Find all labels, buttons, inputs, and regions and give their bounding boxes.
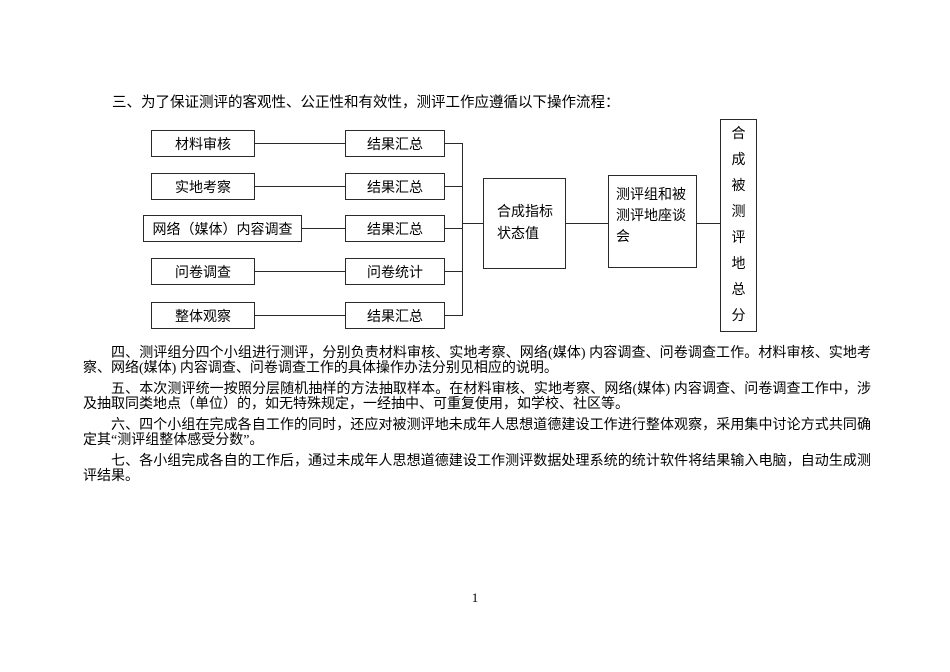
flow-merge-box-label: 合成指标 状态值 [484, 202, 565, 246]
paragraph-6: 六、四个小组在完成各自工作的同时，还应对被测评地未成年人思想道德建设工作进行整体… [83, 418, 871, 448]
flow-result-box: 结果汇总 [345, 173, 445, 200]
connector-line [445, 271, 463, 272]
paragraph-5: 五、本次测评统一按照分层随机抽样的方法抽取样本。在材料审核、实地考察、网络(媒体… [83, 382, 871, 412]
connector-line [445, 228, 463, 229]
connector-line [255, 186, 345, 187]
flow-result-box: 问卷统计 [345, 258, 445, 285]
flow-source-box: 材料审核 [151, 130, 255, 157]
flow-meeting-box: 测评组和被测评地座谈会 [608, 175, 697, 268]
flow-source-box: 整体观察 [151, 302, 255, 329]
connector-line [445, 143, 463, 144]
connector-line [255, 143, 345, 144]
flow-result-box: 结果汇总 [345, 215, 445, 242]
flow-meeting-box-label: 测评组和被测评地座谈会 [616, 188, 686, 245]
connector-line [566, 223, 608, 224]
connector-line [302, 228, 345, 229]
paragraph-7: 七、各小组完成各自的工作后，通过未成年人思想道德建设工作测评数据处理系统的统计软… [83, 454, 871, 484]
flow-result-box: 结果汇总 [345, 130, 445, 157]
connector-line [255, 315, 345, 316]
flow-source-box: 问卷调查 [151, 258, 255, 285]
merge-line-2: 状态值 [497, 226, 539, 242]
connector-line [445, 315, 463, 316]
connector-line [445, 186, 463, 187]
intro-paragraph: 三、为了保证测评的客观性、公正性和有效性，测评工作应遵循以下操作流程： [112, 95, 620, 111]
flow-source-box: 实地考察 [151, 173, 255, 200]
connector-line [697, 223, 720, 224]
connector-line [255, 271, 345, 272]
page-number: 1 [471, 590, 479, 605]
connector-line [462, 223, 483, 224]
connector-line [462, 143, 463, 316]
merge-line-1: 合成指标 [497, 204, 553, 220]
flow-final-box-label: 合成被测评地总分 [731, 126, 746, 324]
flow-final-box: 合成被测评地总分 [720, 119, 757, 332]
flow-source-box: 网络（媒体）内容调查 [143, 215, 302, 242]
flow-result-box: 结果汇总 [345, 302, 445, 329]
flow-merge-box: 合成指标 状态值 [483, 178, 566, 269]
paragraph-4: 四、测评组分四个小组进行测评，分别负责材料审核、实地考察、网络(媒体) 内容调查… [83, 346, 871, 376]
